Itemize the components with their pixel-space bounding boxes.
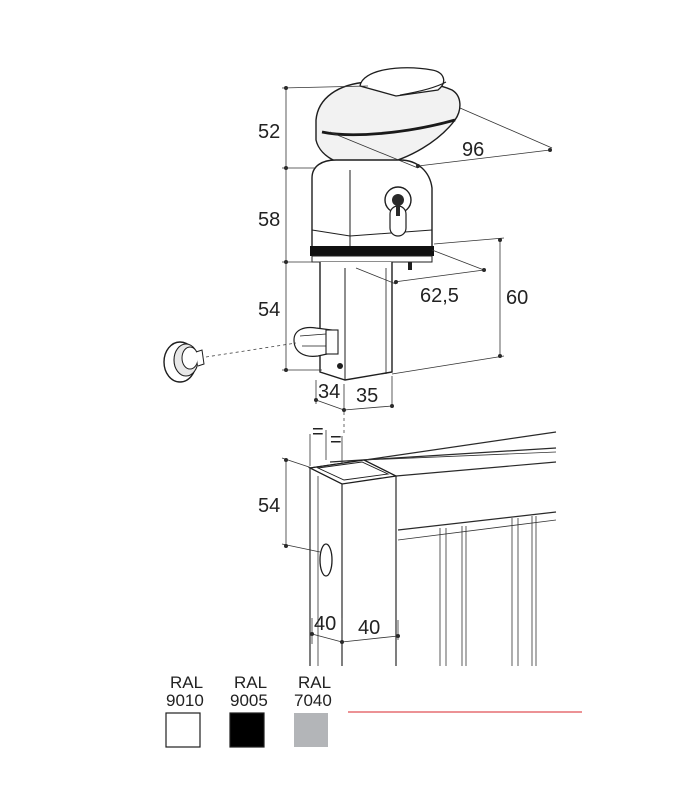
lock-post	[319, 262, 393, 381]
dim-label-40-left: 40	[314, 613, 336, 635]
dim-label-54-upper: 54	[258, 299, 280, 321]
ral-label-line2: 9005	[230, 691, 268, 710]
ral-label-line2: 7040	[294, 691, 332, 710]
color-swatch-ral-9010: RAL 9010	[165, 673, 204, 748]
ral-label-line1: RAL	[298, 673, 331, 692]
ral-label-line2: 9010	[166, 691, 204, 710]
key-cylinder-icon	[384, 186, 412, 237]
lock-body	[310, 159, 434, 270]
ral-label-line1: RAL	[234, 673, 267, 692]
color-swatch-ral-9005: RAL 9005	[229, 673, 268, 748]
dim-label-34: 34	[318, 381, 340, 403]
dim-label-equal-b: =	[330, 429, 342, 451]
lock-knob	[315, 67, 461, 168]
ral-label-line1: RAL	[170, 673, 203, 692]
color-swatch-ral-7040: RAL 7040	[294, 673, 332, 747]
dim-label-40-right: 40	[358, 617, 380, 639]
upper-dimension-lines	[281, 85, 553, 412]
latch-bolt	[293, 326, 339, 357]
lock-assembly: 52 96 58 54 62,5 60 34 35	[163, 67, 553, 412]
gate-frame	[281, 430, 557, 666]
bushing-ring	[163, 341, 205, 383]
dim-label-52: 52	[258, 121, 280, 143]
dim-label-35: 35	[356, 385, 378, 407]
dim-label-equal-a: =	[312, 421, 324, 443]
dim-label-60: 60	[506, 287, 528, 309]
dim-label-62-5: 62,5	[420, 285, 459, 307]
color-legend: RAL 9010 RAL 9005 RAL 7040	[165, 673, 582, 748]
dim-label-96: 96	[462, 139, 484, 161]
dim-label-58: 58	[258, 209, 280, 231]
dim-label-54-lower: 54	[258, 495, 280, 517]
